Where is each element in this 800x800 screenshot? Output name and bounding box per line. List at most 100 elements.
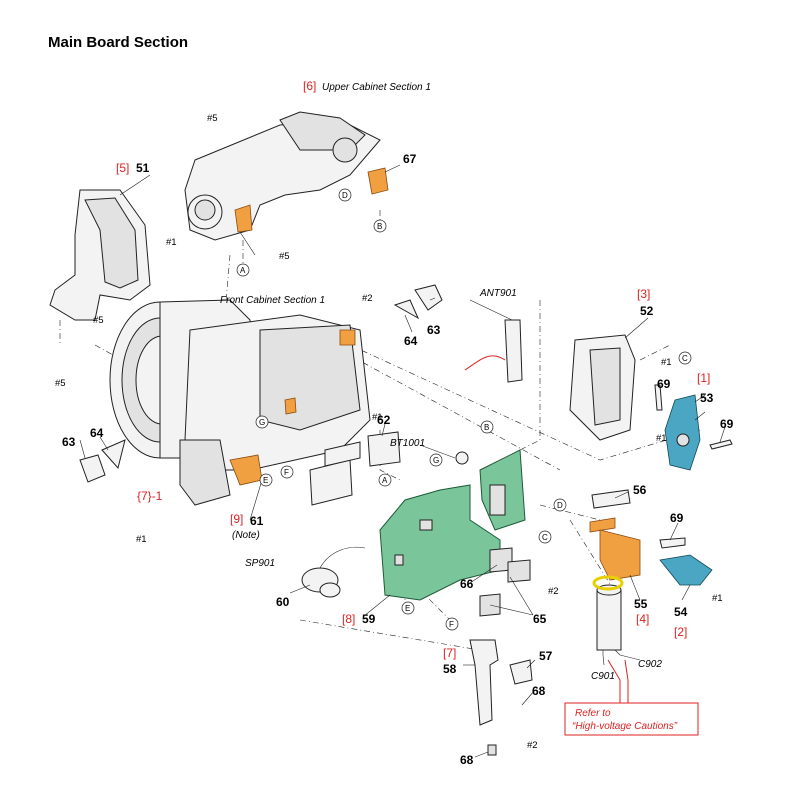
screw-labels: #5 #1 #5 #5 #5 #2 #1 #1 #1 #1 #2 #1 #2 [55, 113, 723, 751]
part-56: 56 [633, 483, 647, 497]
part-62: 62 [377, 413, 391, 427]
screw-1-right: #1 [712, 593, 723, 604]
part-69-c: 69 [670, 511, 684, 525]
connector-e-board [401, 601, 415, 615]
svg-text:F: F [284, 468, 289, 477]
part-59: 59 [362, 612, 376, 626]
ref-upper-cabinet: [6] [303, 79, 316, 93]
svg-text:E: E [263, 476, 268, 485]
connector-b-board [480, 420, 494, 434]
lens-assembly [109, 299, 371, 506]
pads [479, 547, 531, 617]
connector-c-right [678, 351, 692, 365]
blue-part-54 [659, 554, 713, 586]
screw-1-bracket-top: #1 [661, 357, 672, 368]
screw-2-front: #2 [362, 293, 373, 304]
ref-2: [2] [674, 625, 687, 639]
note-label: (Note) [232, 530, 260, 541]
upper-cabinet-label: Upper Cabinet Section 1 [322, 82, 431, 93]
part-51: 51 [136, 161, 150, 175]
part-68-b: 68 [460, 753, 474, 767]
left-cover [49, 189, 151, 321]
screw-5-left: #5 [93, 315, 104, 326]
part-55: 55 [634, 597, 648, 611]
connector-d-top [338, 188, 352, 202]
high-voltage-note: Refer to “High-voltage Cautions” [564, 659, 699, 736]
screw-1-mid: #1 [372, 412, 383, 423]
eyelet-parts [79, 284, 443, 483]
component-bt1001: BT1001 [390, 438, 425, 449]
connector-g-board [429, 453, 443, 467]
ref-3: [3] [637, 287, 650, 301]
svg-text:A: A [382, 476, 388, 485]
ref-7-1: {7}-1 [137, 489, 163, 503]
connector-markers: D B A C G F E B G A D C E F [236, 188, 692, 631]
ref-8: [8] [342, 612, 355, 626]
connector-a-top [236, 263, 250, 277]
front-cabinet-label: Front Cabinet Section 1 [220, 295, 325, 306]
svg-text:A: A [240, 266, 246, 275]
screw-5-bottom-left: #5 [55, 378, 66, 389]
part-64-lower: 64 [90, 426, 104, 440]
leader-lines [79, 164, 726, 758]
component-c901: C901 [591, 671, 615, 682]
page-title: Main Board Section [48, 34, 189, 51]
part-64-upper: 64 [404, 334, 418, 348]
svg-text:E: E [405, 604, 410, 613]
part-52: 52 [640, 304, 654, 318]
part-61: 61 [250, 514, 264, 528]
part-58: 58 [443, 662, 457, 676]
speaker [301, 546, 366, 598]
antenna [464, 319, 523, 383]
part-66: 66 [460, 577, 474, 591]
note-line-2: “High-voltage Cautions” [572, 721, 678, 732]
screw-1-top: #1 [166, 237, 177, 248]
component-c902: C902 [638, 659, 662, 670]
svg-text:D: D [342, 191, 348, 200]
connector-f-board [445, 617, 459, 631]
upper-cabinet [184, 111, 389, 241]
connector-f-left [280, 465, 294, 479]
screw-1-bracket-bottom: #1 [656, 433, 667, 444]
part-53: 53 [700, 391, 714, 405]
part-63-upper: 63 [427, 323, 441, 337]
svg-text:B: B [484, 423, 489, 432]
part-54: 54 [674, 605, 688, 619]
main-board [379, 449, 526, 601]
screw-5-top: #5 [207, 113, 218, 124]
bottom-bracket [469, 639, 533, 756]
capacitor [592, 575, 624, 656]
screw-1-bottom-left: #1 [136, 534, 147, 545]
battery-holder [455, 451, 469, 465]
screw-5-upper: #5 [279, 251, 290, 262]
connector-a-board [378, 473, 392, 487]
note-line-1: Refer to [575, 708, 611, 719]
part-67: 67 [403, 152, 417, 166]
svg-text:F: F [449, 620, 454, 629]
connector-b-top [373, 219, 387, 233]
component-ant901: ANT901 [479, 288, 517, 299]
svg-text:G: G [433, 456, 439, 465]
section-labels: [6] Upper Cabinet Section 1 Front Cabine… [116, 79, 710, 660]
part-numbers: 51 67 63 64 52 53 69 69 63 64 62 61 56 6… [62, 152, 734, 767]
screw-2-board: #2 [548, 586, 559, 597]
part-69-b: 69 [720, 417, 734, 431]
part-65: 65 [533, 612, 547, 626]
flash-unit [589, 489, 686, 581]
part-60: 60 [276, 595, 290, 609]
connector-g-left [255, 415, 269, 429]
component-sp901: SP901 [245, 558, 275, 569]
svg-text:C: C [542, 533, 548, 542]
svg-text:D: D [557, 501, 563, 510]
ref-5: [5] [116, 161, 129, 175]
part-57: 57 [539, 649, 553, 663]
connector-e-left [259, 473, 273, 487]
screw-2-bottom: #2 [527, 740, 538, 751]
right-bracket [569, 334, 636, 441]
part-63-lower: 63 [62, 435, 76, 449]
connector-d-board [553, 498, 567, 512]
component-labels: ANT901 BT1001 SP901 C901 C902 [245, 288, 662, 682]
part-69-a: 69 [657, 377, 671, 391]
blue-part-53 [664, 394, 701, 471]
